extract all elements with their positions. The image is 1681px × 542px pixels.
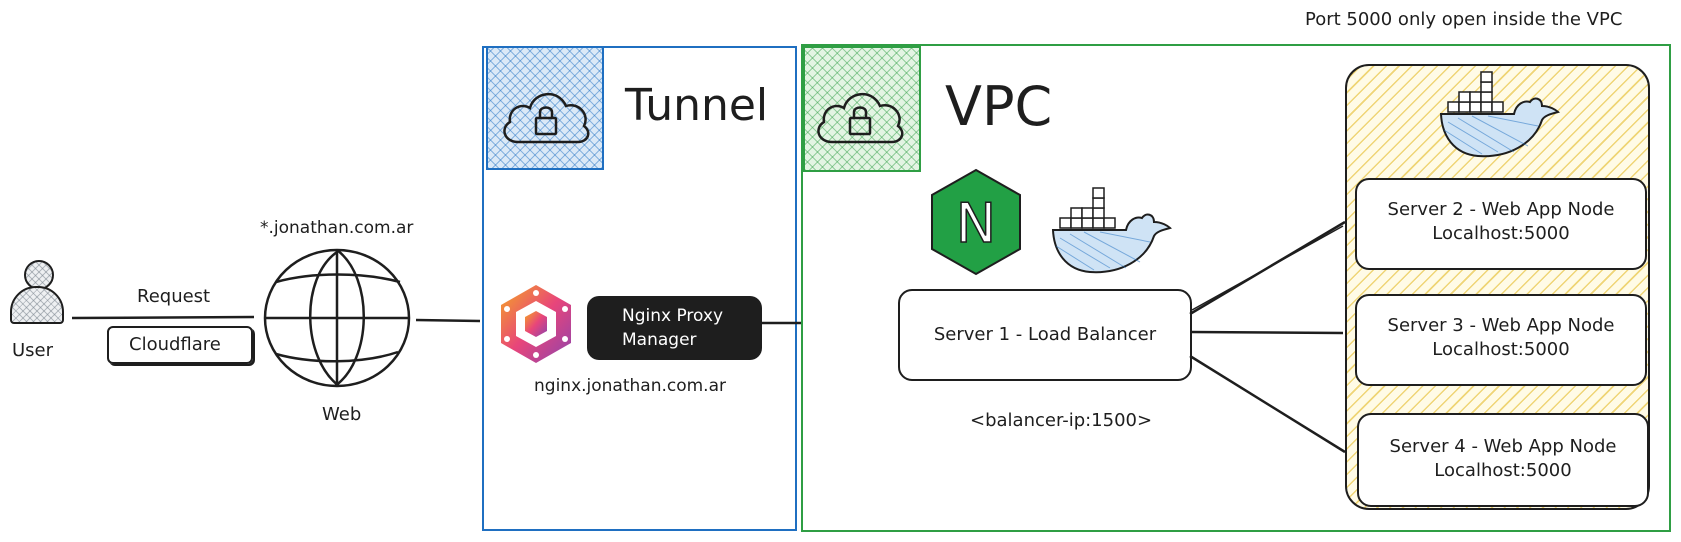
vpc-box — [801, 44, 1671, 532]
balancer-ip: <balancer-ip:1500> — [970, 410, 1153, 431]
server-4-box: Server 4 - Web App Node Localhost:5000 — [1357, 413, 1649, 507]
globe-icon — [263, 248, 411, 388]
vpc-icon-tile — [803, 46, 921, 172]
cloudflare-box: Cloudflare — [107, 326, 253, 364]
nginx-proxy-manager-icon — [501, 285, 571, 363]
vpc-port-note: Port 5000 only open inside the VPC — [1305, 9, 1623, 30]
web-to-tunnel-line — [415, 318, 481, 323]
user-to-web-line — [71, 315, 255, 320]
svg-text:N: N — [956, 192, 996, 255]
cloud-lock-icon — [817, 93, 904, 144]
tunnel-title: Tunnel — [625, 80, 769, 131]
load-balancer-box: Server 1 - Load Balancer — [898, 289, 1192, 381]
server-3-box: Server 3 - Web App Node Localhost:5000 — [1355, 294, 1647, 386]
tunnel-icon-tile — [486, 46, 604, 170]
npm-domain: nginx.jonathan.com.ar — [534, 376, 726, 396]
user-icon — [8, 260, 64, 332]
tunnel-box — [482, 46, 797, 531]
nginx-icon: N — [931, 168, 1021, 276]
web-label: Web — [322, 404, 362, 425]
cloud-lock-icon — [503, 93, 590, 144]
docker-whale-icon — [1439, 71, 1560, 158]
nginx-proxy-manager-label: Nginx Proxy Manager — [587, 296, 762, 360]
request-label: Request — [137, 286, 211, 307]
server-2-box: Server 2 - Web App Node Localhost:5000 — [1355, 178, 1647, 270]
web-domain: *.jonathan.com.ar — [260, 218, 414, 238]
user-label: User — [12, 340, 54, 361]
vpc-title: VPC — [945, 75, 1053, 138]
docker-whale-icon — [1051, 187, 1172, 274]
